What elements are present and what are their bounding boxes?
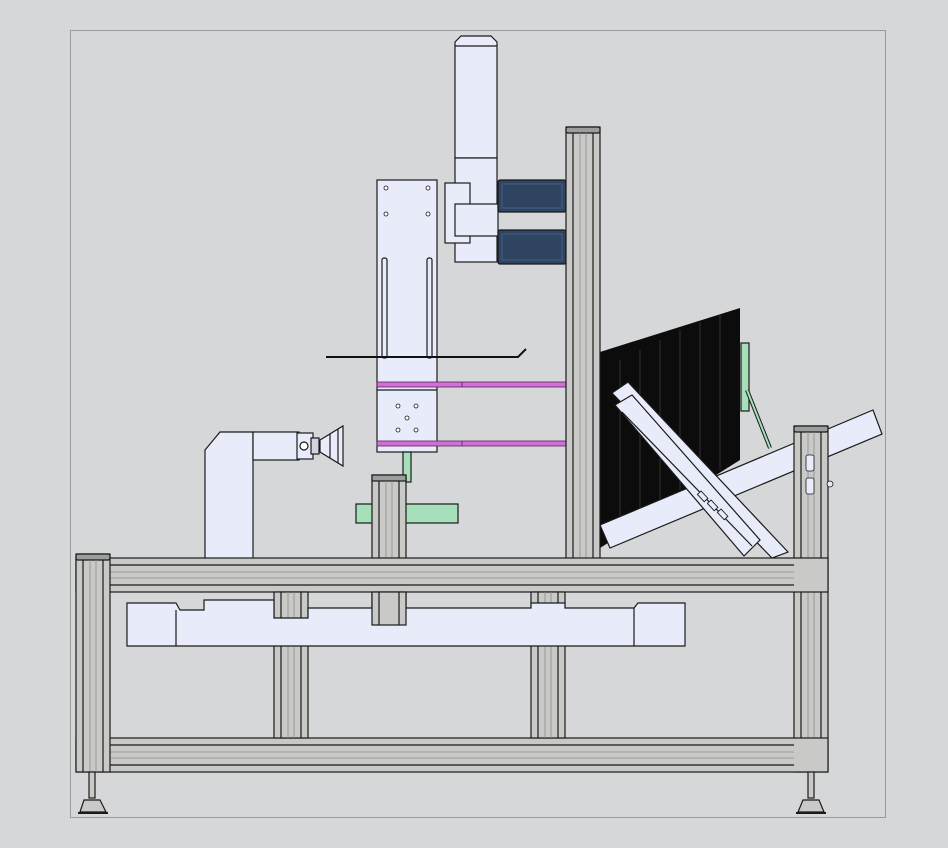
main-frame [75, 553, 829, 773]
tall-column [565, 126, 601, 560]
lower-carriage [126, 591, 686, 647]
magenta-rail-lower [376, 440, 569, 447]
servo-motor-lower [497, 229, 567, 265]
leveling-foot-left [78, 771, 108, 814]
guide-rod [326, 348, 527, 358]
magenta-rail-upper [376, 381, 569, 388]
suction-arm [204, 424, 344, 561]
leveling-foot-right [796, 771, 826, 814]
servo-motor-upper [497, 179, 567, 213]
right-column [793, 425, 834, 773]
green-lever [740, 342, 772, 449]
inclined-guide [611, 381, 790, 559]
drawing-viewport [70, 30, 886, 818]
green-bracket [355, 451, 459, 524]
carriage-plate [376, 179, 499, 453]
suction-cup [299, 424, 344, 468]
